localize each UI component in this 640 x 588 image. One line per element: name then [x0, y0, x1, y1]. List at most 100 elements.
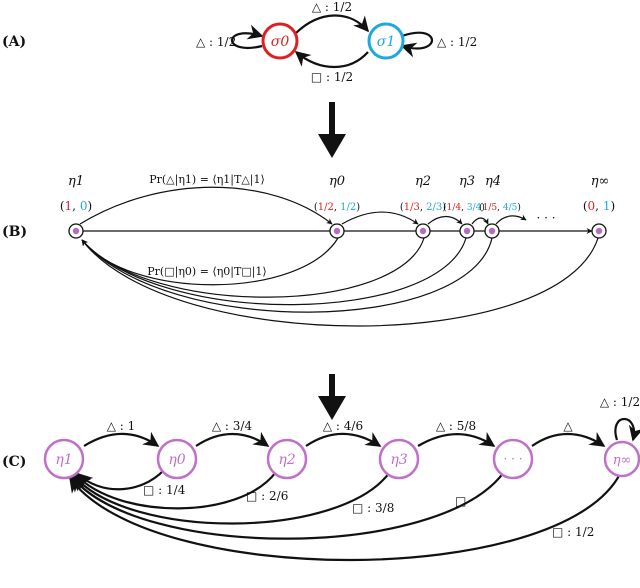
c-node-etainf-label: η∞ — [613, 453, 632, 468]
c-node-etainf-circle — [603, 440, 640, 478]
b-prob-triangle: Pr(△|η1) = ⟨η1|T△|1⟩ — [149, 173, 265, 187]
b-arc-top-5 — [495, 214, 527, 225]
c-fwd-label-5: △ — [563, 419, 573, 433]
b-arc-top-4 — [471, 217, 489, 225]
edge-a-top-label: △ : 1/2 — [312, 0, 352, 14]
b-label-eta1: η1 — [68, 174, 84, 189]
c-fwd-label-4: △ : 5/8 — [436, 419, 476, 433]
c-node-eta2-circle — [266, 438, 308, 480]
b-label-eta2: η2 — [415, 174, 431, 189]
edge-a-bottom-label: □ : 1/2 — [311, 70, 353, 84]
c-node-eta1: η1 — [43, 438, 85, 480]
b-label-eta4: η4 — [485, 174, 501, 189]
b-coord-eta0: (1/2, 1/2) — [314, 202, 360, 213]
c-fwd-label-3: △ : 4/6 — [323, 419, 363, 433]
b-node-eta4 — [484, 223, 500, 239]
c-node-ellipsis-label: · · · — [503, 452, 522, 466]
state-sigma1: σ1 — [367, 22, 405, 60]
b-arc-top-1 — [79, 186, 333, 225]
b-coord-eta4-q: 4/5 — [503, 203, 518, 213]
panel-label-a: (A) — [2, 34, 26, 50]
c-self-loop-label: △ : 1/2 — [600, 395, 640, 409]
b-coord-etainf-p: 0 — [588, 199, 596, 213]
b-node-eta2-dot — [419, 227, 427, 235]
b-ellipsis: · · · — [536, 211, 555, 225]
b-node-etainf-dot — [595, 227, 603, 235]
c-node-eta1-circle — [43, 438, 85, 480]
state-sigma1-label: σ1 — [377, 34, 395, 50]
b-node-eta3-dot — [463, 227, 471, 235]
b-coord-etainf-q: 1 — [603, 199, 611, 213]
b-coord-eta4-p: 1/5 — [483, 203, 498, 213]
b-coord-eta1: (1, 0) — [60, 199, 92, 213]
transform-arrowhead-2 — [318, 396, 346, 420]
loop-a-right — [400, 31, 433, 58]
b-coord-eta2-p: 1/3 — [404, 202, 420, 213]
b-node-eta4-dot — [488, 227, 496, 235]
c-back-label-2: □ : 2/6 — [246, 489, 288, 503]
b-node-eta2 — [415, 223, 431, 239]
c-node-eta0-label: η0 — [168, 452, 185, 468]
c-node-ellipsis-circle — [492, 438, 534, 480]
b-node-eta3 — [459, 223, 475, 239]
c-node-eta2: η2 — [266, 438, 308, 480]
c-node-eta0-circle — [156, 438, 198, 480]
state-sigma0: σ0 — [261, 22, 299, 60]
transform-arrowhead-1 — [318, 134, 346, 158]
b-coord-eta1-q: 0 — [80, 199, 88, 213]
b-prob-square: Pr(□|η0) = ⟨η0|T□|1⟩ — [147, 265, 266, 279]
c-back-label-5: □ : 1/2 — [552, 525, 594, 539]
edge-a-top — [295, 14, 370, 34]
edge-a-bottom — [294, 51, 369, 69]
b-node-etainf — [591, 223, 607, 239]
state-sigma1-circle — [367, 22, 405, 60]
b-arc-top-2 — [341, 211, 419, 225]
loop-a-left — [231, 24, 264, 49]
c-fwd-edge-4 — [417, 431, 496, 447]
b-node-eta1-dot — [72, 227, 80, 235]
loop-a-right-label: △ : 1/2 — [437, 35, 477, 49]
b-node-eta0 — [329, 223, 345, 239]
c-node-eta2-label: η2 — [278, 452, 295, 468]
c-node-eta0: η0 — [156, 438, 198, 480]
c-node-eta3-label: η3 — [390, 452, 407, 468]
b-coord-etainf: (0, 1) — [583, 199, 615, 213]
c-back-label-3: □ : 3/8 — [352, 501, 394, 515]
b-node-eta1 — [68, 223, 84, 239]
loop-a-left-label: △ : 1/2 — [196, 35, 236, 49]
b-coord-eta3-p: 1/4 — [447, 203, 462, 213]
b-coord-eta0-p: 1/2 — [318, 202, 334, 213]
b-label-eta3: η3 — [459, 174, 475, 189]
c-back-label-4: □ — [455, 494, 466, 508]
c-node-eta3: η3 — [378, 438, 420, 480]
c-fwd-label-2: △ : 3/4 — [212, 419, 253, 433]
b-arc-top-3 — [427, 215, 463, 225]
b-arc-back-2 — [81, 237, 425, 298]
state-sigma0-circle — [261, 22, 299, 60]
b-label-etainf: η∞ — [591, 174, 610, 189]
c-back-edge-2 — [74, 471, 277, 510]
c-fwd-edge-5 — [531, 431, 606, 447]
b-arc-back-5 — [81, 237, 599, 327]
b-coord-eta3: (1/4, 3/4) — [443, 202, 485, 213]
panel-label-c: (C) — [2, 454, 26, 470]
state-sigma0-label: σ0 — [271, 34, 290, 50]
c-back-edge-5 — [69, 473, 621, 562]
b-coord-eta2: (1/3, 2/3) — [400, 202, 446, 213]
c-node-eta3-circle — [378, 438, 420, 480]
b-coord-eta4: (1/5, 4/5) — [479, 202, 521, 213]
b-arc-back-3 — [81, 237, 467, 306]
c-fwd-edge-2 — [195, 431, 270, 447]
c-back-edge-4 — [71, 471, 505, 540]
b-coord-eta3-q: 3/4 — [467, 203, 482, 213]
c-node-ellipsis: · · · — [492, 438, 534, 480]
c-node-etainf: η∞ — [603, 440, 640, 478]
b-arc-back-4 — [81, 237, 493, 313]
c-self-loop — [614, 417, 640, 442]
c-back-edge-3 — [72, 471, 391, 525]
c-fwd-label-1: △ : 1 — [107, 419, 136, 433]
c-back-label-1: □ : 1/4 — [143, 483, 186, 497]
b-node-eta0-dot — [333, 227, 341, 235]
c-fwd-edge-1 — [83, 431, 160, 447]
